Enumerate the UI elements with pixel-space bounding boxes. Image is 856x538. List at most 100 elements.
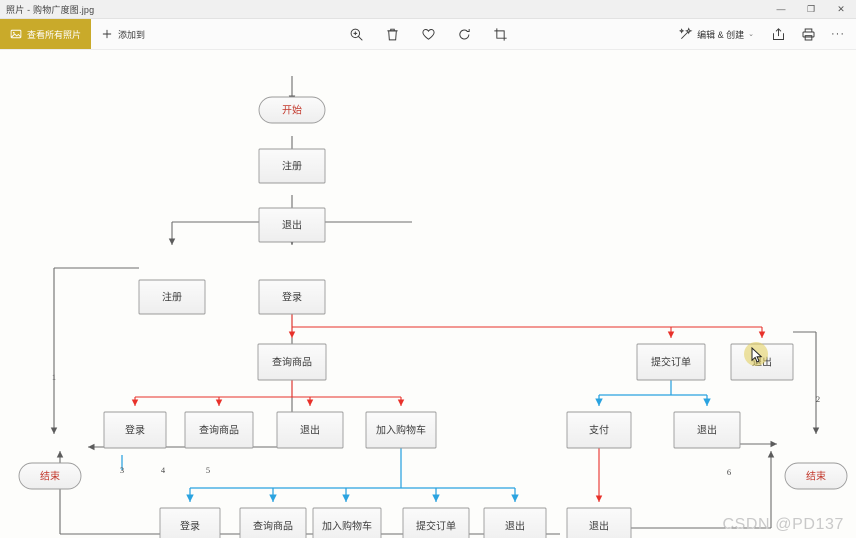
node-label: 加入购物车 xyxy=(376,424,426,437)
node-label: 结束 xyxy=(806,470,826,483)
photos-icon xyxy=(10,28,22,40)
node-label: 退出 xyxy=(697,424,717,437)
flow-node-n_login3: 登录 xyxy=(159,507,221,538)
zoom-icon[interactable] xyxy=(346,24,366,44)
node-label: 查询商品 xyxy=(199,424,239,437)
flow-node-n_quit6: 退出 xyxy=(566,507,632,538)
node-label: 注册 xyxy=(162,291,182,304)
node-shape xyxy=(258,96,326,124)
delete-icon[interactable] xyxy=(382,24,402,44)
flow-node-n_quit3: 退出 xyxy=(276,411,344,449)
node-shape xyxy=(257,343,327,381)
flow-node-n_query2: 查询商品 xyxy=(184,411,254,449)
close-button[interactable]: ✕ xyxy=(837,3,845,14)
node-label: 退出 xyxy=(282,219,302,232)
image-viewport: 开始注册退出注册登录查询商品提交订单退出登录查询商品退出加入购物车支付退出结束结… xyxy=(0,50,856,538)
toolbar-right-group: 编辑 & 创建 ⌄ ··· xyxy=(675,19,856,49)
node-shape xyxy=(483,507,547,538)
chevron-down-icon: ⌄ xyxy=(748,31,754,38)
edge-number: 1 xyxy=(52,372,56,382)
magic-wand-icon xyxy=(679,27,693,41)
node-shape xyxy=(566,507,632,538)
toolbar-left-group: 查看所有照片 添加到 xyxy=(0,19,155,49)
node-shape xyxy=(159,507,221,538)
node-shape xyxy=(566,411,632,449)
node-label: 查询商品 xyxy=(253,520,293,533)
flow-node-start: 开始 xyxy=(258,96,326,124)
flow-node-n_submit1: 提交订单 xyxy=(636,343,706,381)
node-shape xyxy=(636,343,706,381)
node-label: 开始 xyxy=(282,104,302,117)
toolbar-center-group xyxy=(346,19,510,49)
flow-node-n_cart2: 加入购物车 xyxy=(312,507,382,538)
toolbar: 查看所有照片 添加到 xyxy=(0,19,856,50)
node-shape xyxy=(365,411,437,449)
flow-node-n_quit2: 退出 xyxy=(730,343,794,381)
edge-number: 2 xyxy=(816,394,820,404)
node-label: 结束 xyxy=(40,470,60,483)
flow-node-n_login1: 登录 xyxy=(258,279,326,315)
node-shape xyxy=(258,148,326,184)
flow-node-n_pay: 支付 xyxy=(566,411,632,449)
add-to-button[interactable]: 添加到 xyxy=(91,19,155,49)
node-label: 登录 xyxy=(180,520,200,533)
crop-icon[interactable] xyxy=(490,24,510,44)
maximize-button[interactable]: ❐ xyxy=(806,3,816,14)
flow-node-n_login2: 登录 xyxy=(103,411,167,449)
node-shape xyxy=(103,411,167,449)
node-shape xyxy=(276,411,344,449)
edit-and-create-button[interactable]: 编辑 & 创建 ⌄ xyxy=(675,27,758,41)
flow-node-n_reg2: 注册 xyxy=(138,279,206,315)
node-label: 退出 xyxy=(752,356,772,369)
node-shape xyxy=(312,507,382,538)
node-shape xyxy=(673,411,741,449)
flow-node-n_quit1: 退出 xyxy=(258,207,326,243)
node-label: 提交订单 xyxy=(651,356,691,369)
flowchart-nodes: 开始注册退出注册登录查询商品提交订单退出登录查询商品退出加入购物车支付退出结束结… xyxy=(18,96,848,538)
favorite-icon[interactable] xyxy=(418,24,438,44)
flow-node-n_quit4: 退出 xyxy=(673,411,741,449)
edge-number: 5 xyxy=(206,465,210,475)
rotate-icon[interactable] xyxy=(454,24,474,44)
minimize-button[interactable]: — xyxy=(776,3,786,14)
node-label: 查询商品 xyxy=(272,356,312,369)
share-icon[interactable] xyxy=(768,24,788,44)
flowchart-diagram: 开始注册退出注册登录查询商品提交订单退出登录查询商品退出加入购物车支付退出结束结… xyxy=(18,76,848,538)
view-all-photos-label: 查看所有照片 xyxy=(27,29,82,40)
flow-node-n_reg1: 注册 xyxy=(258,148,326,184)
add-to-label: 添加到 xyxy=(118,29,146,40)
node-shape xyxy=(784,462,848,490)
node-shape xyxy=(18,462,82,490)
node-label: 退出 xyxy=(589,520,609,533)
flow-node-n_query3: 查询商品 xyxy=(239,507,307,538)
flow-node-n_quit5: 退出 xyxy=(483,507,547,538)
node-shape xyxy=(184,411,254,449)
window-controls: — ❐ ✕ xyxy=(766,0,856,18)
node-shape xyxy=(239,507,307,538)
node-label: 加入购物车 xyxy=(322,520,372,533)
node-label: 支付 xyxy=(589,424,609,437)
window-title: 照片 - 购物广度图.jpg xyxy=(6,4,95,15)
node-label: 登录 xyxy=(125,424,145,437)
print-icon[interactable] xyxy=(798,24,818,44)
node-shape xyxy=(258,279,326,315)
flow-node-end_r: 结束 xyxy=(784,462,848,490)
more-options-button[interactable]: ··· xyxy=(831,28,845,40)
node-label: 登录 xyxy=(282,291,302,304)
node-shape xyxy=(258,207,326,243)
flow-node-end_l: 结束 xyxy=(18,462,82,490)
flow-node-n_submit2: 提交订单 xyxy=(402,507,470,538)
node-shape xyxy=(138,279,206,315)
edge-number: 6 xyxy=(727,467,731,477)
vertical-scrollbar[interactable] xyxy=(852,50,856,538)
title-bar: 照片 - 购物广度图.jpg — ❐ ✕ xyxy=(0,0,856,19)
edge-number: 3 xyxy=(120,465,124,475)
view-all-photos-button[interactable]: 查看所有照片 xyxy=(0,19,92,49)
node-label: 注册 xyxy=(282,160,302,173)
node-label: 提交订单 xyxy=(416,520,456,533)
flow-node-n_cart1: 加入购物车 xyxy=(365,411,437,449)
flow-node-n_query1: 查询商品 xyxy=(257,343,327,381)
edit-and-create-label: 编辑 & 创建 xyxy=(697,29,745,40)
plus-icon xyxy=(101,28,113,40)
